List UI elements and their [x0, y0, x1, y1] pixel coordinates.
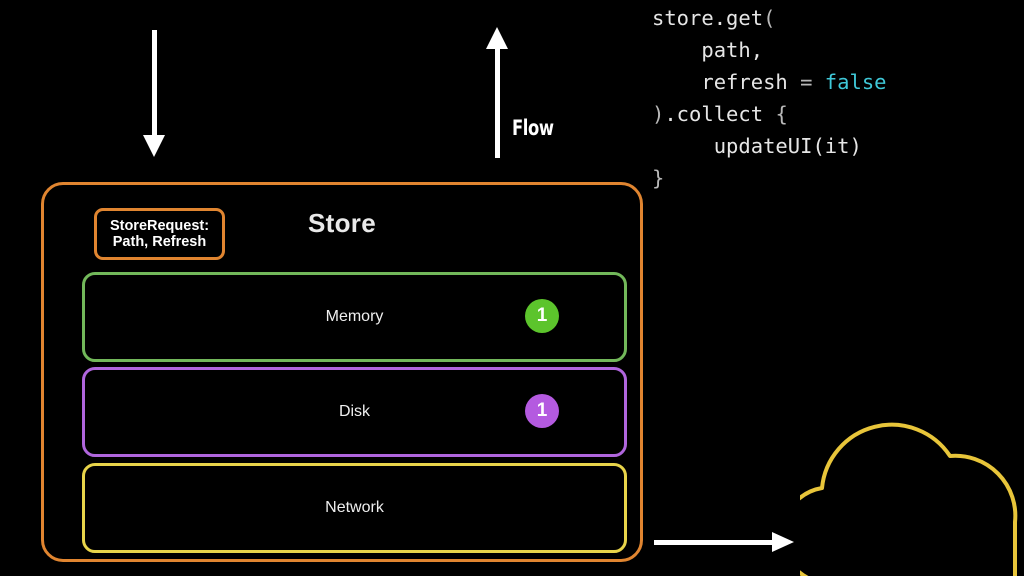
request-arrow-down-icon [143, 135, 165, 157]
code-line: path, [652, 34, 887, 66]
layer-network-label: Network [325, 499, 384, 516]
code-token: ( [763, 6, 776, 30]
store-container: Store StoreRequest: Path, Refresh Memory… [41, 182, 643, 562]
code-token: path, [652, 38, 764, 62]
store-request-box: StoreRequest: Path, Refresh [94, 208, 225, 260]
code-token: false [824, 70, 887, 94]
code-line: refresh = false [652, 66, 887, 98]
code-snippet: store.get( path, refresh = false).collec… [652, 2, 887, 194]
layer-disk: Disk 1 [82, 367, 627, 457]
store-title: Store [308, 208, 376, 238]
store-request-line-1: StoreRequest: [109, 217, 210, 234]
code-token: store.get [652, 6, 764, 30]
store-request-line-2: Path, Refresh [112, 234, 207, 250]
layer-memory: Memory 1 [82, 272, 627, 362]
flow-label: Flow [512, 116, 554, 140]
code-line: store.get( [652, 2, 887, 34]
cloud-icon [800, 422, 1024, 576]
network-arrow-right-shaft [654, 540, 776, 545]
flow-arrow-up-shaft [495, 48, 500, 158]
code-token: ) [652, 102, 665, 126]
layer-network: Network [82, 463, 627, 553]
network-arrow-right-icon [772, 532, 794, 552]
code-token: refresh [652, 70, 801, 94]
code-line: updateUI(it) [652, 130, 887, 162]
code-line: } [652, 162, 887, 194]
layer-disk-label: Disk [338, 403, 371, 420]
flow-arrow-up-icon [486, 27, 508, 49]
layer-disk-badge: 1 [525, 394, 559, 428]
request-arrow-down-shaft [152, 30, 157, 140]
code-token: { [775, 102, 788, 126]
code-line: ).collect { [652, 98, 887, 130]
code-token: } [652, 166, 665, 190]
layer-memory-badge: 1 [525, 299, 559, 333]
layer-memory-label: Memory [325, 308, 384, 325]
code-token: = [800, 70, 825, 94]
code-token: updateUI(it) [652, 134, 862, 158]
code-token: .collect [664, 102, 776, 126]
